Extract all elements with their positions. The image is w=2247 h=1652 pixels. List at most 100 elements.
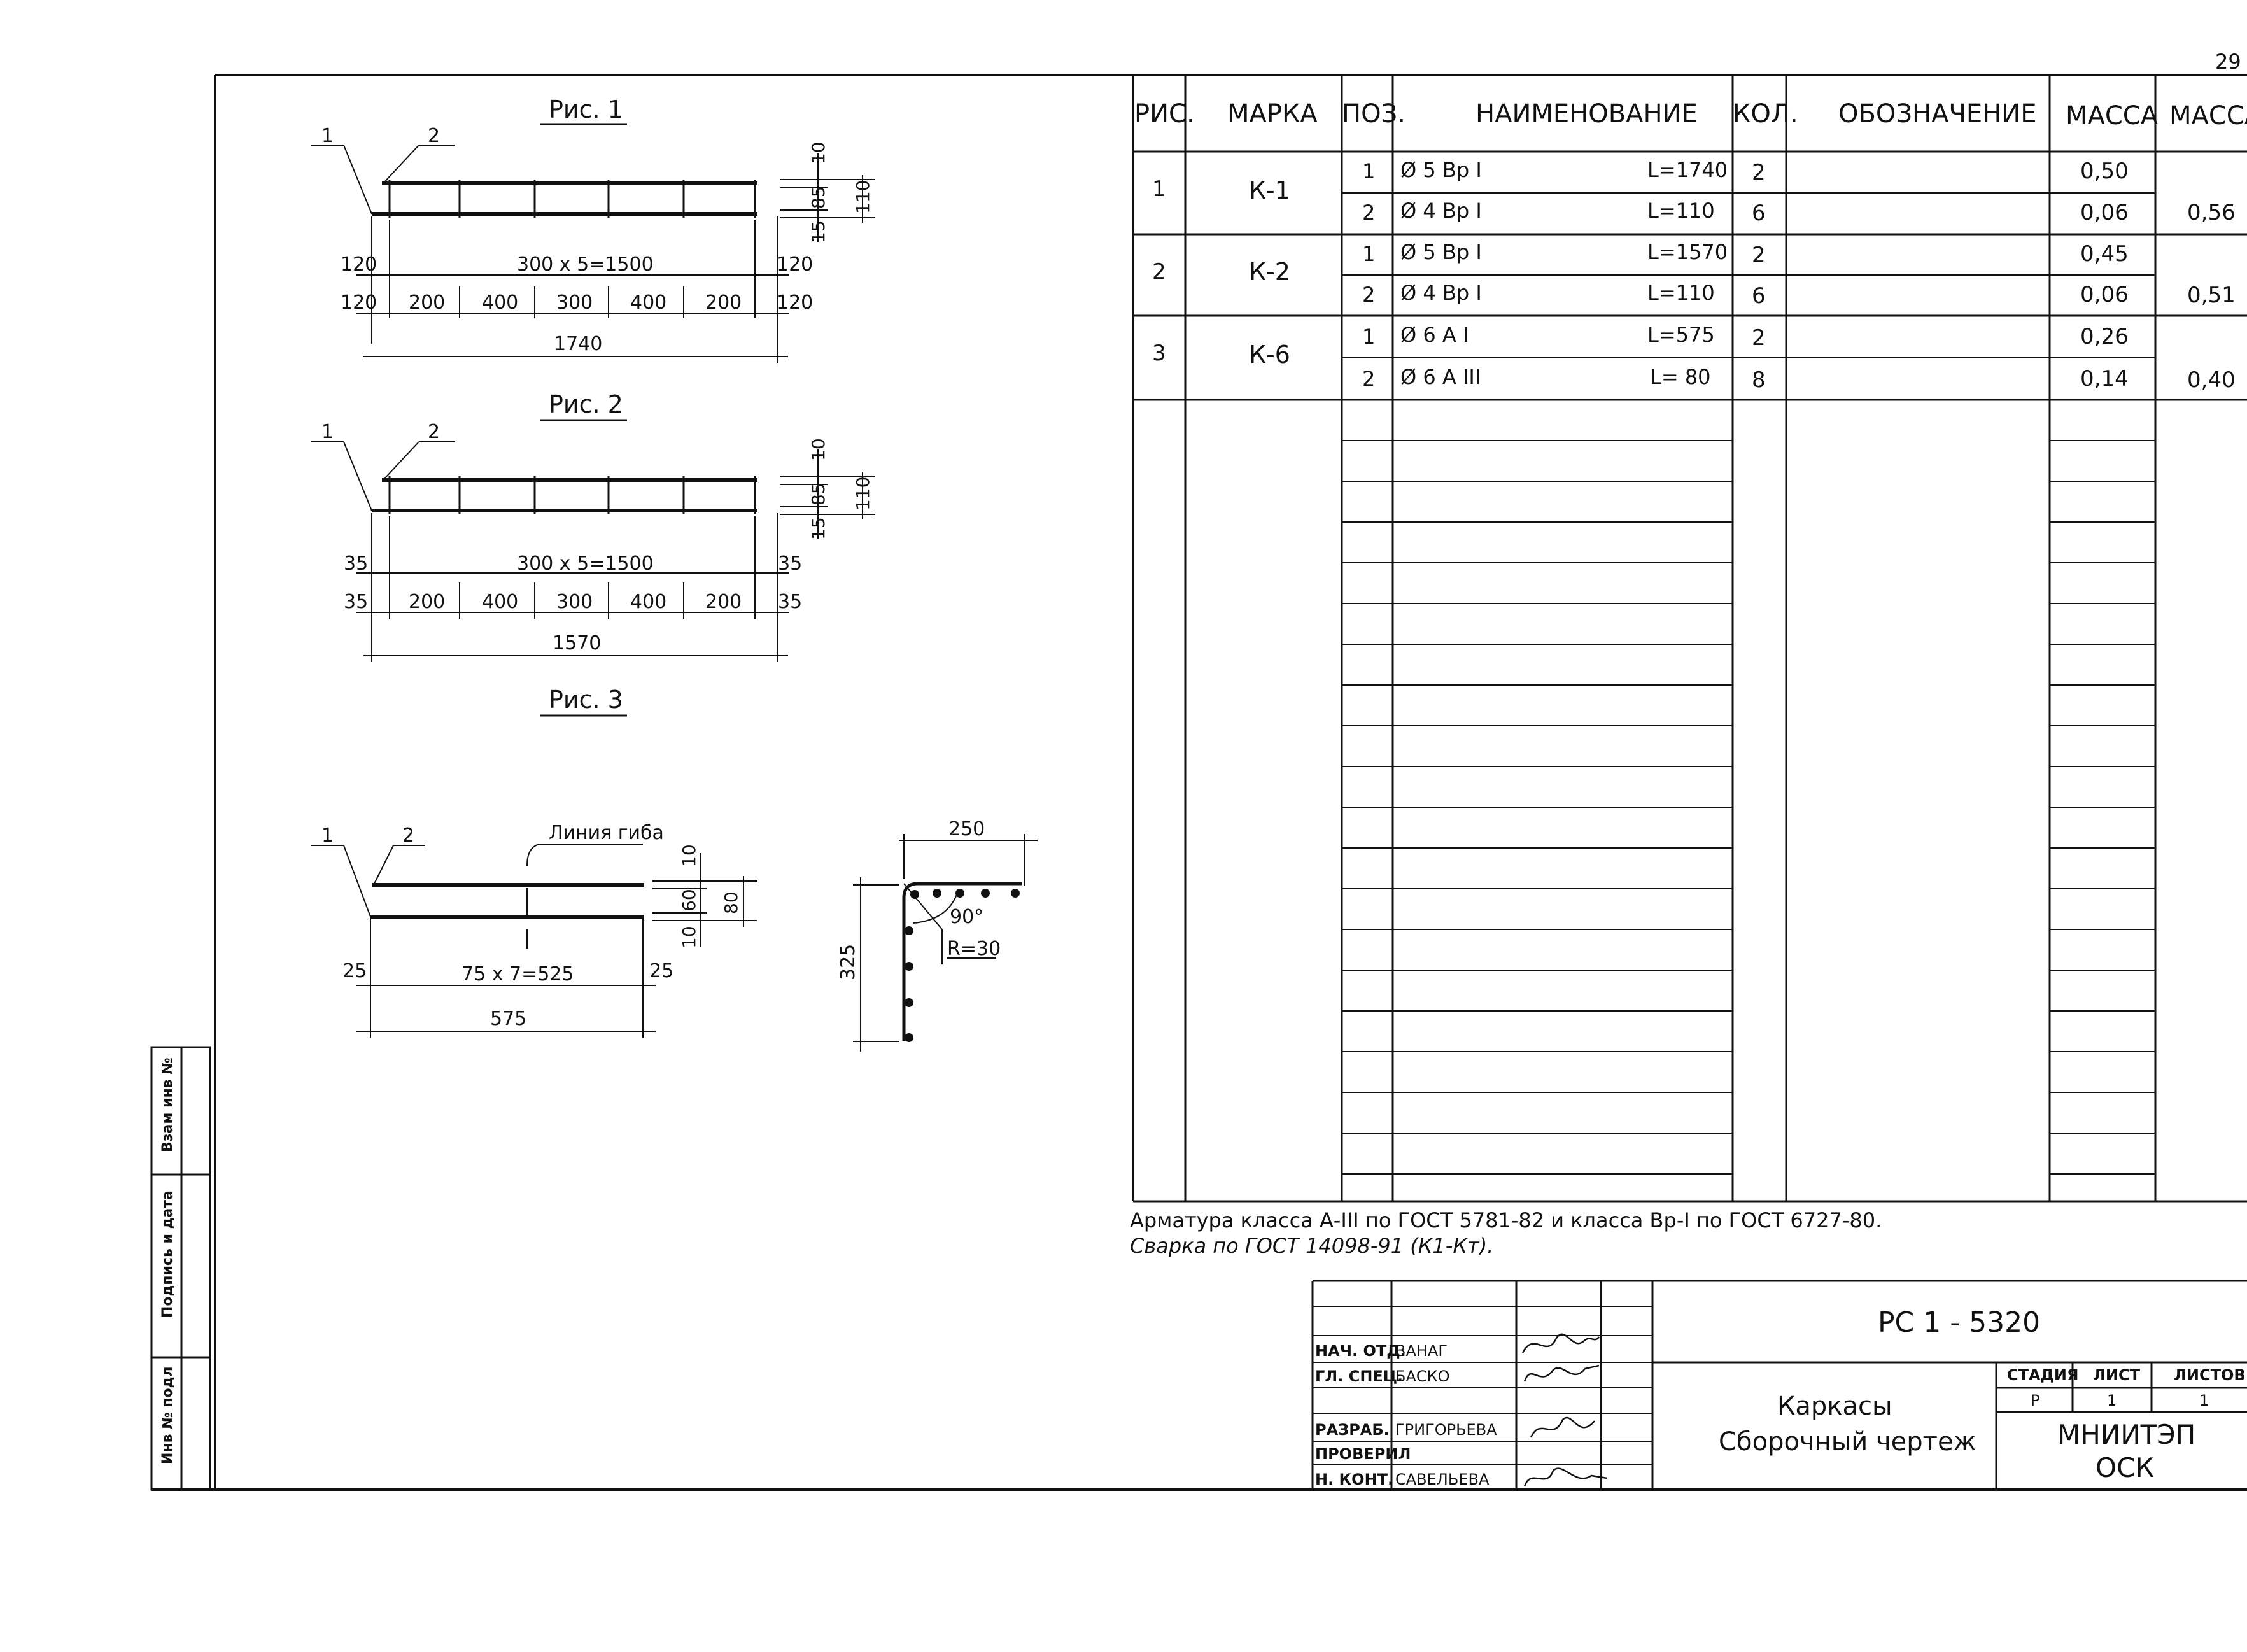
g3-fig: 3 <box>1152 341 1166 366</box>
g3-total-mass: 0,40 <box>2187 367 2236 393</box>
fig1-dim-spacing: 300 x 5=1500 <box>517 253 654 276</box>
g3r1-length: L=575 <box>1647 323 1715 347</box>
g1-mark: К-1 <box>1249 176 1290 204</box>
stamp-label-3: Инв № подл <box>160 1366 176 1464</box>
g1r1-mass: 0,50 <box>2080 159 2129 184</box>
g3r2-pos: 2 <box>1362 367 1375 391</box>
tb-stage-label: СТАДИЯ <box>2007 1366 2079 1384</box>
g2-fig: 2 <box>1152 259 1166 285</box>
tb-role-4: ПРОВЕРИЛ <box>1315 1445 1411 1463</box>
fig3-callout-2: 2 <box>402 824 414 847</box>
tb-name-2: БАСКО <box>1395 1367 1450 1385</box>
fig2-callout-1: 1 <box>321 421 334 443</box>
header-total-mass: МАССА <box>2169 101 2247 131</box>
g3r2-name: Ø 6 А III <box>1400 365 1481 389</box>
g2r2-length: L=110 <box>1647 281 1715 305</box>
title-block: НАЧ. ОТД. ВАНАГ ГЛ. СПЕЦ. БАСКО РАЗРАБ. … <box>1311 1280 2247 1490</box>
figure-1: Рис. 1 1 2 10 85 15 110 <box>311 95 875 363</box>
g1r1-pos: 1 <box>1362 159 1375 183</box>
fig2-seg-2: 400 <box>482 591 518 613</box>
g3r2-length: L= 80 <box>1650 365 1711 389</box>
g2r1-length: L=1570 <box>1647 240 1728 264</box>
fig3-dim-mid: 60 <box>679 889 700 912</box>
fig2-dim-end-right-1: 35 <box>778 553 802 575</box>
fig1-seg-5: 200 <box>705 292 742 314</box>
tb-code: РС 1 - 5320 <box>1878 1306 2040 1339</box>
fig1-dim-end-right-1: 120 <box>777 253 813 276</box>
fig2-dim-end-right-2: 35 <box>778 591 802 613</box>
stamp-label-2: Подпись и дата <box>160 1190 176 1318</box>
note-2: Сварка по ГОСТ 14098-91 (К1-Кт). <box>1130 1234 1493 1258</box>
figure-2-title: Рис. 2 <box>549 390 623 418</box>
header-designation: ОБОЗНАЧЕНИЕ <box>1838 99 2036 129</box>
figure-2: Рис. 2 1 2 10 85 15 110 <box>311 390 875 662</box>
g3r1-pos: 1 <box>1362 325 1375 349</box>
fig1-dim-end-left-1: 120 <box>341 253 377 276</box>
tb-role-3: РАЗРАБ. <box>1315 1421 1390 1439</box>
fig2-dim-end-left-2: 35 <box>344 591 368 613</box>
bend-dim-height: 325 <box>837 944 859 980</box>
fig1-dim-end-right-2: 120 <box>777 292 813 314</box>
header-mass: МАССА <box>2066 101 2159 131</box>
g3r2-mass: 0,14 <box>2080 366 2129 392</box>
signatures <box>1521 1333 1608 1487</box>
fig2-dim-total: 110 <box>852 477 873 511</box>
g1r2-qty: 6 <box>1752 201 1766 226</box>
header-fig: РИС. <box>1134 99 1195 129</box>
fig2-seg-4: 400 <box>630 591 666 613</box>
bend-radius: R=30 <box>947 938 1001 960</box>
tb-org-1: МНИИТЭП <box>2057 1419 2195 1450</box>
side-stamp: Взам инв № Подпись и дата Инв № подл <box>150 1046 211 1491</box>
fig2-dim-overall: 1570 <box>553 632 601 654</box>
fig2-dim-bot: 15 <box>808 517 829 540</box>
fig2-seg-5: 200 <box>705 591 742 613</box>
g2r1-pos: 1 <box>1362 242 1375 266</box>
g3r1-mass: 0,26 <box>2080 324 2129 349</box>
tb-name-3: ГРИГОРЬЕВА <box>1395 1421 1497 1439</box>
fig1-seg-3: 300 <box>556 292 593 314</box>
fig2-seg-1: 200 <box>409 591 445 613</box>
fig3-dim-overall: 575 <box>490 1008 526 1030</box>
g2-total-mass: 0,51 <box>2187 283 2236 308</box>
g1r1-qty: 2 <box>1752 160 1766 185</box>
tb-sheet: 1 <box>2107 1392 2117 1409</box>
g1r1-name: Ø 5 Вр I <box>1400 158 1482 182</box>
fig1-callout-2: 2 <box>428 125 440 147</box>
g3r1-name: Ø 6 А I <box>1400 323 1469 347</box>
fig1-seg-4: 400 <box>630 292 666 314</box>
g1r2-mass: 0,06 <box>2080 200 2129 225</box>
fig1-dim-mid: 85 <box>808 186 829 209</box>
fig1-seg-1: 200 <box>409 292 445 314</box>
fig2-callout-2: 2 <box>428 421 440 443</box>
g2r1-qty: 2 <box>1752 243 1766 268</box>
g2r1-name: Ø 5 Вр I <box>1400 240 1482 264</box>
g2-mark: К-2 <box>1249 258 1290 286</box>
sheet-frame <box>151 74 2247 1491</box>
fig1-dim-total: 110 <box>852 180 873 214</box>
g3r1-qty: 2 <box>1752 325 1766 351</box>
tb-sheets: 1 <box>2199 1392 2209 1409</box>
header-pos: ПОЗ. <box>1342 99 1405 129</box>
fig2-dim-mid: 85 <box>808 483 829 505</box>
g2r2-qty: 6 <box>1752 283 1766 309</box>
tb-org-2: ОСК <box>2096 1452 2154 1483</box>
tb-title-2: Сборочный чертеж <box>1719 1427 1976 1457</box>
tb-role-2: ГЛ. СПЕЦ. <box>1315 1367 1403 1385</box>
fig3-dim-spacing: 75 x 7=525 <box>461 963 574 985</box>
g1r1-length: L=1740 <box>1647 158 1728 182</box>
fig3-dim-end-left: 25 <box>342 960 367 982</box>
g1r2-length: L=110 <box>1647 199 1715 223</box>
fig1-dim-end-left-2: 120 <box>341 292 377 314</box>
note-1: Арматура класса А-III по ГОСТ 5781-82 и … <box>1130 1208 1882 1232</box>
fig2-dim-top: 10 <box>808 438 829 461</box>
fig3-bend-line-label: Линия гиба <box>549 822 664 844</box>
g2r2-mass: 0,06 <box>2080 282 2129 307</box>
g2r2-pos: 2 <box>1362 283 1375 307</box>
header-name: НАИМЕНОВАНИЕ <box>1476 99 1698 129</box>
g3-mark: К-6 <box>1249 341 1290 369</box>
bend-detail: 90° R=30 250 325 <box>837 818 1038 1052</box>
bend-angle: 90° <box>950 906 983 928</box>
fig3-dim-bot: 10 <box>679 926 700 949</box>
fig2-dim-spacing: 300 x 5=1500 <box>517 553 654 575</box>
bend-dim-width: 250 <box>948 818 985 840</box>
